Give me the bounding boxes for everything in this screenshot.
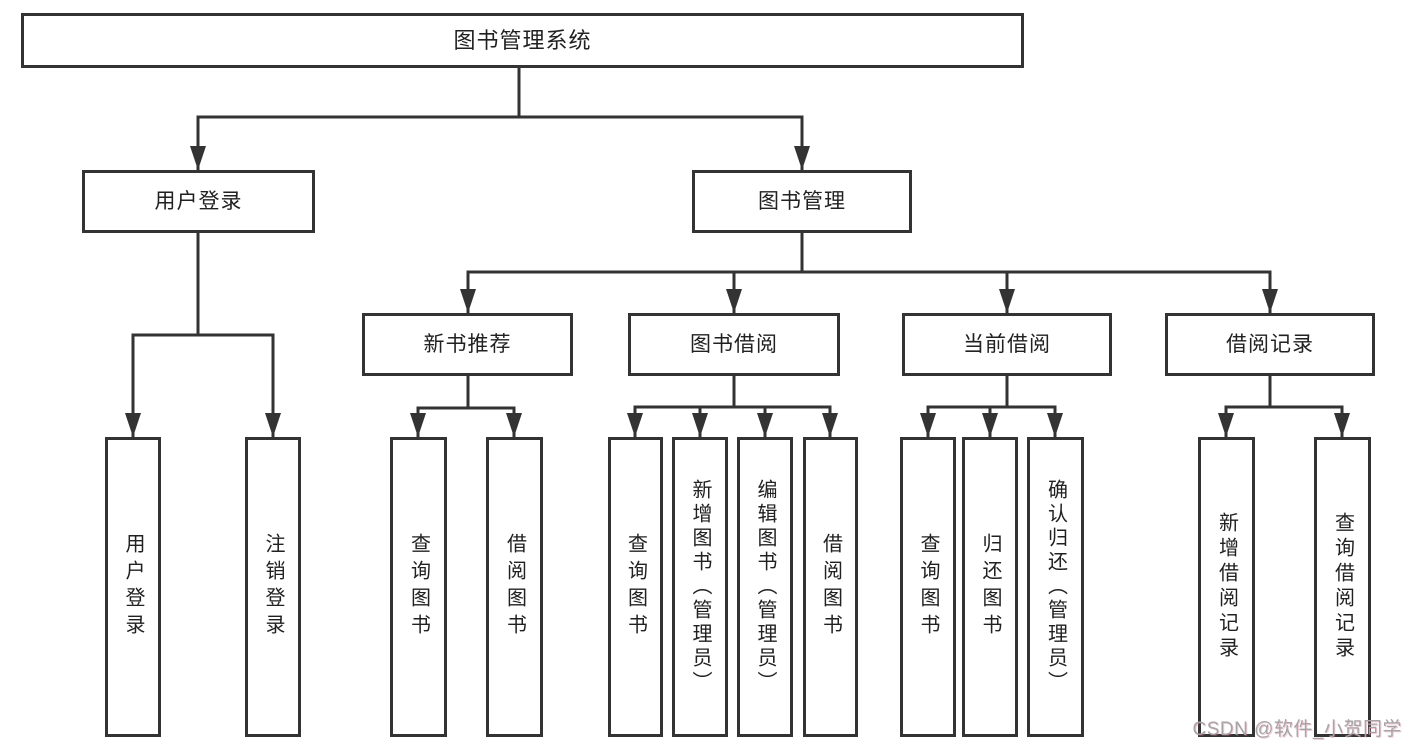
node-leaf-query-borrow-record: 查询借阅记录 [1314, 437, 1371, 737]
node-leaf-add-book-admin: 新增图书（管理员） [672, 437, 728, 737]
node-current-borrow-label: 当前借阅 [963, 333, 1051, 356]
node-leaf-query-book-3-label: 查询图书 [917, 533, 939, 641]
node-current-borrow: 当前借阅 [902, 313, 1112, 376]
node-leaf-borrow-book-2: 借阅图书 [803, 437, 858, 737]
connector-book-borrow-children [627, 374, 838, 437]
node-leaf-edit-book-admin: 编辑图书（管理员） [737, 437, 793, 737]
node-root-system: 图书管理系统 [21, 13, 1024, 68]
node-leaf-confirm-return-admin-label: 确认归还（管理员） [1044, 479, 1067, 695]
node-book-management: 图书管理 [692, 170, 912, 233]
node-leaf-borrow-book-1: 借阅图书 [486, 437, 543, 737]
node-leaf-confirm-return-admin: 确认归还（管理员） [1027, 437, 1084, 737]
node-borrow-record-label: 借阅记录 [1226, 333, 1314, 356]
node-user-login-label: 用户登录 [154, 190, 243, 213]
node-book-borrow: 图书借阅 [628, 313, 840, 376]
node-leaf-query-book-1: 查询图书 [390, 437, 447, 737]
node-leaf-borrow-book-2-label: 借阅图书 [819, 533, 842, 641]
node-leaf-query-book-1-label: 查询图书 [407, 533, 430, 641]
node-leaf-add-book-admin-label: 新增图书（管理员） [689, 479, 711, 695]
connector-borrow-record-children [1218, 374, 1350, 437]
node-leaf-user-login: 用户登录 [105, 437, 161, 737]
node-leaf-borrow-book-1-label: 借阅图书 [503, 533, 526, 641]
connector-book-management-to-level3 [460, 231, 1278, 313]
connector-current-borrow-children [920, 374, 1063, 437]
connector-root-to-level2 [190, 66, 810, 170]
node-new-book-recommend: 新书推荐 [362, 313, 573, 376]
node-leaf-user-login-label: 用户登录 [122, 533, 144, 641]
node-leaf-logout-label: 注销登录 [262, 533, 284, 641]
node-root-system-label: 图书管理系统 [453, 27, 592, 53]
node-user-login: 用户登录 [82, 170, 315, 233]
node-leaf-query-book-2-label: 查询图书 [624, 533, 647, 641]
csdn-watermark: CSDN @软件_小贺同学 [1192, 719, 1402, 740]
node-leaf-return-book: 归还图书 [962, 437, 1018, 737]
node-leaf-query-book-3: 查询图书 [900, 437, 956, 737]
node-borrow-record: 借阅记录 [1165, 313, 1375, 376]
node-book-management-label: 图书管理 [758, 190, 846, 213]
node-leaf-query-borrow-record-label: 查询借阅记录 [1331, 512, 1354, 662]
node-book-borrow-label: 图书借阅 [690, 333, 778, 356]
connector-new-book-children [410, 374, 522, 437]
connector-user-login-children [125, 231, 281, 437]
node-leaf-return-book-label: 归还图书 [979, 533, 1001, 641]
node-leaf-query-book-2: 查询图书 [608, 437, 663, 737]
node-leaf-add-borrow-record-label: 新增借阅记录 [1215, 512, 1238, 662]
node-new-book-recommend-label: 新书推荐 [423, 333, 512, 356]
node-leaf-edit-book-admin-label: 编辑图书（管理员） [754, 479, 776, 695]
node-leaf-logout: 注销登录 [245, 437, 301, 737]
node-leaf-add-borrow-record: 新增借阅记录 [1198, 437, 1255, 737]
